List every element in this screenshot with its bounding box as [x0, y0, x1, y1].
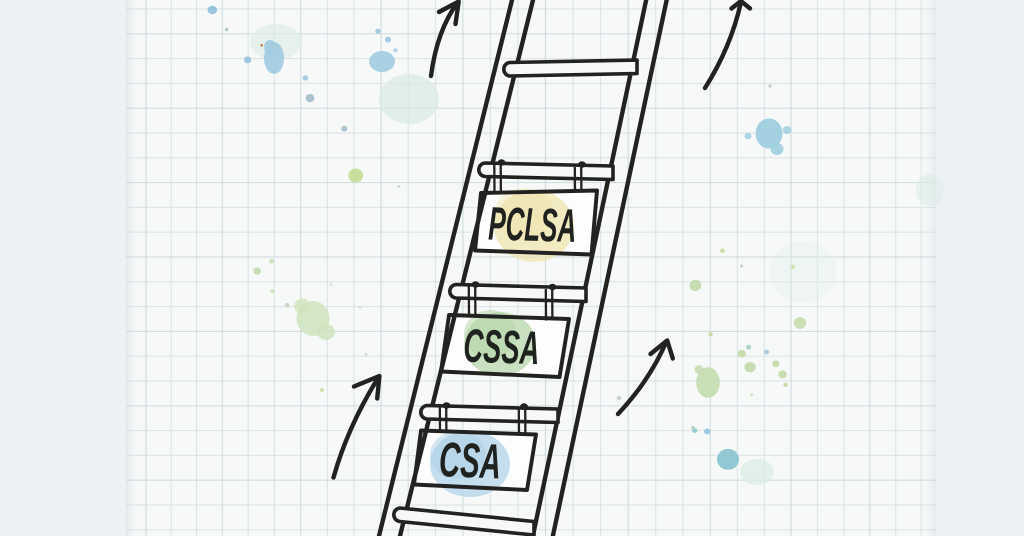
svg-text:CSA: CSA	[438, 433, 502, 489]
svg-text:PCLSA: PCLSA	[488, 197, 577, 252]
svg-text:CSSA: CSSA	[463, 319, 541, 375]
